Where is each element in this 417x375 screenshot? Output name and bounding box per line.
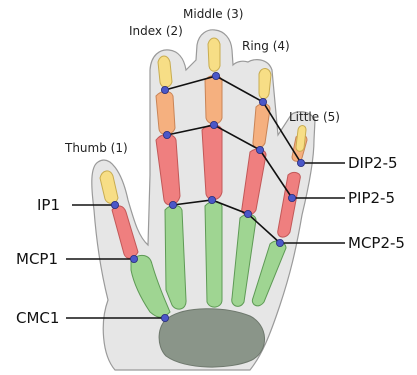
distal-phalanx-index [158,56,172,87]
joint-dip-middle [212,72,219,79]
joint-mcp-middle [208,196,215,203]
middle-phalanx-index [156,92,175,135]
distal-phalanx-ring [259,68,271,98]
joint-pip-little [288,194,295,201]
label-mcp: MCP2-5 [348,234,405,252]
joint-cmc1 [161,314,168,321]
carpus [159,309,264,367]
label-ip1: IP1 [37,196,60,214]
joint-pip-index [163,131,170,138]
metacarpal-index [165,206,186,310]
joint-mcp-ring [244,210,251,217]
middle-phalanx-middle [205,76,222,125]
label-cmc1: CMC1 [16,309,59,327]
label-dip: DIP2-5 [348,154,398,172]
joint-ip1 [111,201,118,208]
label-mcp1: MCP1 [16,250,58,268]
joint-dip-ring [259,98,266,105]
joint-mcp-little [276,239,283,246]
joint-mcp-index [169,201,176,208]
joint-mcp1 [130,255,137,262]
label-middle: Middle (3) [183,7,243,21]
distal-phalanx-middle [208,38,220,71]
label-ring: Ring (4) [242,39,290,53]
metacarpal-middle [205,202,222,308]
label-index: Index (2) [129,24,183,38]
joint-dip-index [161,86,168,93]
label-pip: PIP2-5 [348,189,395,207]
label-little: Little (5) [289,110,340,124]
joint-pip-ring [256,146,263,153]
joint-pip-middle [210,121,217,128]
label-thumb: Thumb (1) [64,141,128,155]
joint-dip-little [297,159,304,166]
